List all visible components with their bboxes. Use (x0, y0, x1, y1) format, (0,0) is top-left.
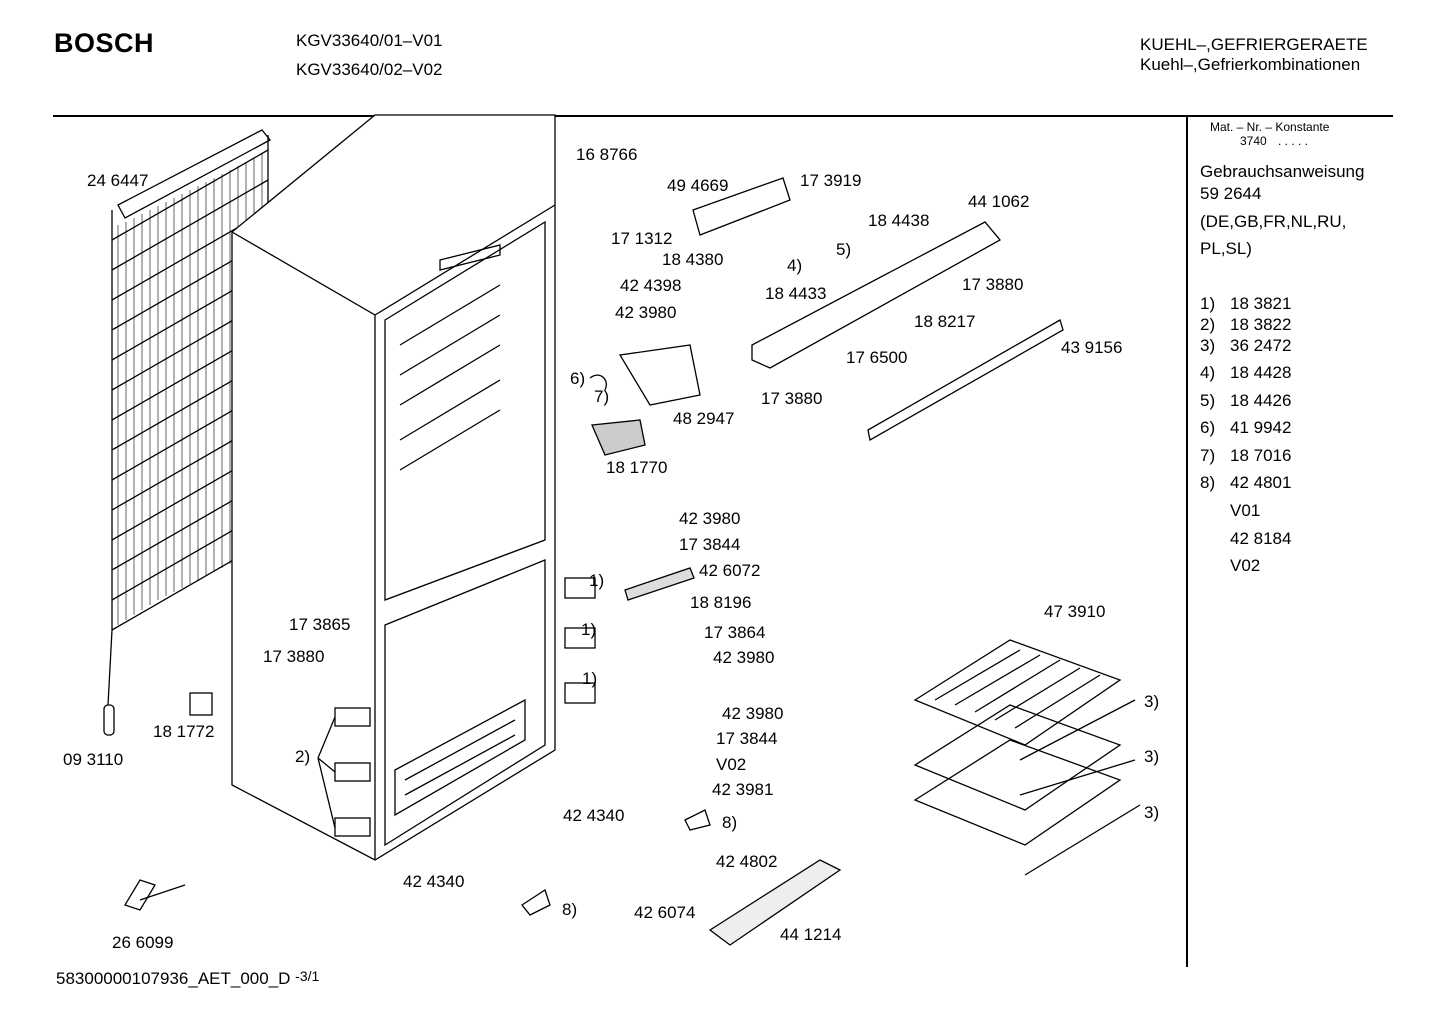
note-key: 3) (1200, 336, 1216, 355)
note-value: 36 2472 (1230, 336, 1292, 355)
model-number-1: KGV33640/01–V01 (296, 31, 443, 50)
brand-logo: BOSCH (54, 28, 155, 58)
part-label-181770: 18 1770 (606, 458, 668, 477)
part-label-173844-b: 17 3844 (716, 729, 778, 748)
part-label-441214: 44 1214 (780, 925, 842, 944)
page-number: -3/1 (295, 968, 320, 984)
part-label-423980-c: 42 3980 (713, 648, 775, 667)
manual-languages-1: (DE,GB,FR,NL,RU, (1200, 212, 1347, 231)
manual-title: Gebrauchsanweisung (1200, 162, 1365, 181)
part-label-246447: 24 6447 (87, 171, 149, 190)
note-key: 8) (1200, 473, 1216, 492)
part-label-173919: 17 3919 (800, 171, 862, 190)
part-label-439156: 43 9156 (1061, 338, 1123, 357)
manual-languages-2: PL,SL) (1200, 239, 1252, 258)
part-label-184380: 18 4380 (662, 250, 724, 269)
hinge-drawing (189, 567, 695, 837)
part-label-423980-a: 42 3980 (615, 303, 677, 322)
header-divider (53, 115, 1393, 117)
cabinet-drawing (231, 114, 556, 861)
part-label-441062: 44 1062 (968, 192, 1030, 211)
part-label-424398: 42 4398 (620, 276, 682, 295)
part-label-181772: 18 1772 (153, 722, 215, 741)
note-ref-6: 6) (570, 369, 586, 388)
note-ref-1-b: 1) (581, 620, 597, 639)
footer-doc-id: 58300000107936_AET_000_D -3/1 (56, 968, 319, 989)
variant-v02: V02 (1230, 556, 1261, 575)
note-ref-8-a: 8) (722, 813, 738, 832)
note-value: 18 7016 (1230, 446, 1292, 465)
control-panel-drawing (589, 177, 1064, 456)
part-label-266099: 26 6099 (112, 933, 174, 952)
doc-id: 58300000107936_AET_000_D (56, 969, 291, 988)
note-ref-2: 2) (295, 747, 311, 766)
note-key: 1) (1200, 294, 1216, 313)
part-label-188217: 18 8217 (914, 312, 976, 331)
part-label-424340-b: 42 4340 (403, 872, 465, 891)
note-key: 5) (1200, 391, 1216, 410)
part-label-423980-b: 42 3980 (679, 509, 741, 528)
part-label-426074: 42 6074 (634, 903, 696, 922)
note-value: 18 4426 (1230, 391, 1292, 410)
note-ref-7: 7) (594, 387, 610, 406)
note-key: 2) (1200, 315, 1216, 334)
manual-number: 59 2644 (1200, 184, 1262, 203)
note-value: 18 4428 (1230, 363, 1292, 382)
variant-part: 42 8184 (1230, 529, 1292, 548)
note-ref-4: 4) (787, 256, 803, 275)
variant-label-v02: V02 (716, 755, 747, 774)
part-label-423980-d: 42 3980 (722, 704, 784, 723)
part-label-168766: 16 8766 (576, 145, 638, 164)
note-value: 18 3821 (1230, 294, 1292, 313)
part-label-424340-a: 42 4340 (563, 806, 625, 825)
bottom-parts-drawing (124, 809, 842, 946)
mat-number-value: 3740 (1240, 134, 1267, 148)
note-ref-3-b: 3) (1144, 747, 1160, 766)
mat-number-dots: . . . . . (1278, 134, 1309, 148)
part-label-173880-b: 17 3880 (761, 389, 823, 408)
note-key: 4) (1200, 363, 1216, 382)
sidebar-divider (1186, 115, 1188, 967)
evaporator-shelves-drawing (913, 639, 1141, 876)
part-label-184433: 18 4433 (765, 284, 827, 303)
model-number-2: KGV33640/02–V02 (296, 60, 443, 79)
part-label-473910: 47 3910 (1044, 602, 1106, 621)
part-label-093110: 09 3110 (63, 750, 124, 769)
part-label-173865: 17 3865 (289, 615, 351, 634)
part-label-173844-a: 17 3844 (679, 535, 741, 554)
note-key: 6) (1200, 418, 1216, 437)
category-main: KUEHL–,GEFRIERGERAETE (1140, 35, 1368, 54)
part-label-424802: 42 4802 (716, 852, 778, 871)
note-value: 18 3822 (1230, 315, 1292, 334)
part-label-173880-a: 17 3880 (962, 275, 1024, 294)
part-label-176500: 17 6500 (846, 348, 908, 367)
mat-number-label: Mat. – Nr. – Konstante (1210, 120, 1330, 134)
part-label-184438: 18 4438 (868, 211, 930, 230)
part-label-171312: 17 1312 (611, 229, 673, 248)
note-ref-1-c: 1) (582, 669, 598, 688)
category-sub: Kuehl–,Gefrierkombinationen (1140, 55, 1361, 74)
part-label-173880-c: 17 3880 (263, 647, 325, 666)
part-label-188196: 18 8196 (690, 593, 752, 612)
part-label-173864: 17 3864 (704, 623, 766, 642)
part-label-423981: 42 3981 (712, 780, 774, 799)
note-ref-3-a: 3) (1144, 692, 1160, 711)
part-label-426072: 42 6072 (699, 561, 761, 580)
part-label-482947: 48 2947 (673, 409, 735, 428)
note-value: 41 9942 (1230, 418, 1292, 437)
variant-v01: V01 (1230, 501, 1261, 520)
note-ref-1-a: 1) (589, 571, 605, 590)
note-ref-8-b: 8) (562, 900, 578, 919)
note-key: 7) (1200, 446, 1216, 465)
part-label-494669: 49 4669 (667, 176, 729, 195)
note-value: 42 4801 (1230, 473, 1292, 492)
note-ref-3-c: 3) (1144, 803, 1160, 822)
note-ref-5: 5) (836, 240, 852, 259)
